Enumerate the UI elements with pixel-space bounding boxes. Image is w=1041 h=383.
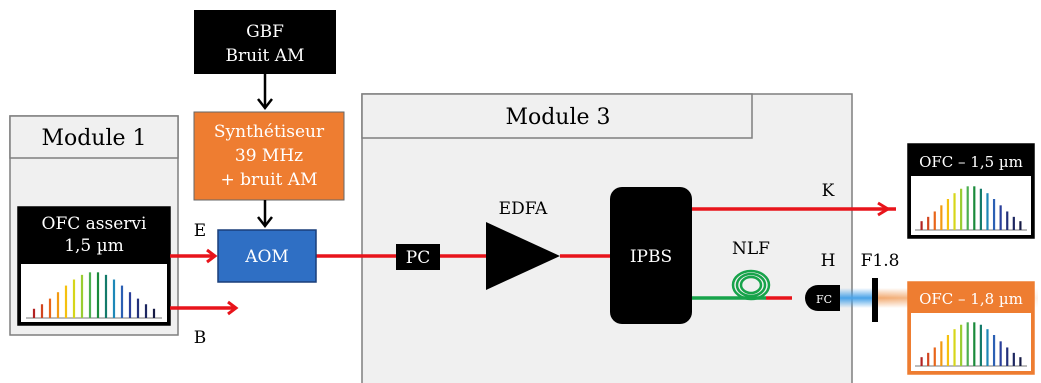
arrow-gbf-synth xyxy=(257,74,273,111)
spectrum-ofc-18 xyxy=(915,322,1027,367)
ipbs-label: IPBS xyxy=(630,247,672,267)
fc-label: FC xyxy=(816,293,832,306)
pc-box: PC xyxy=(396,244,440,270)
ipbs-box: IPBS xyxy=(610,187,692,324)
filter-label: F1.8 xyxy=(861,251,900,271)
ofc-15-label: OFC – 1,5 µm xyxy=(919,153,1023,171)
ofc-asservi-line1: OFC asservi xyxy=(42,214,148,234)
aom-box: AOM xyxy=(217,229,317,283)
ofc-18-label: OFC – 1,8 µm xyxy=(919,290,1023,308)
nlf-label: NLF xyxy=(732,239,770,259)
port-b-label: B xyxy=(194,328,207,348)
synth-line1: Synthétiseur xyxy=(214,122,325,142)
fiber-input-e xyxy=(170,248,218,264)
port-e-label: E xyxy=(194,221,206,241)
module-1-title: Module 1 xyxy=(41,126,146,151)
port-h-label: H xyxy=(821,251,836,271)
fiber-output-b xyxy=(170,300,239,316)
fc-connector: FC xyxy=(805,285,840,311)
module-3-title: Module 3 xyxy=(505,105,610,130)
synth-line3: + bruit AM xyxy=(221,170,318,190)
gbf-line2: Bruit AM xyxy=(226,46,305,66)
filter-f18: F1.8 xyxy=(861,251,900,322)
nlf-coil-icon xyxy=(731,269,771,301)
synth-line2: 39 MHz xyxy=(235,146,303,166)
ofc-18-output-box: OFC – 1,8 µm xyxy=(907,281,1035,375)
port-k-label: K xyxy=(822,181,835,201)
beam-blue xyxy=(836,288,876,308)
fiber-ipbs-k-output xyxy=(692,201,896,217)
module-3-panel: Module 3 xyxy=(361,93,853,383)
arrow-synth-aom xyxy=(257,200,273,229)
gbf-box: GBF Bruit AM xyxy=(194,10,336,74)
edfa-label: EDFA xyxy=(499,199,548,219)
spectrum-ofc-asservi xyxy=(26,272,162,319)
pc-label: PC xyxy=(406,248,430,268)
ofc-asservi-box: OFC asservi 1,5 µm xyxy=(17,206,171,326)
gbf-line1: GBF xyxy=(246,22,284,42)
aom-label: AOM xyxy=(244,247,289,267)
ofc-asservi-line2: 1,5 µm xyxy=(64,236,124,256)
synthesizer-box: Synthétiseur 39 MHz + bruit AM xyxy=(193,111,345,201)
ofc-15-output-box: OFC – 1,5 µm xyxy=(907,143,1035,239)
edfa-amplifier: EDFA xyxy=(486,199,560,290)
spectrum-ofc-15 xyxy=(915,186,1027,231)
